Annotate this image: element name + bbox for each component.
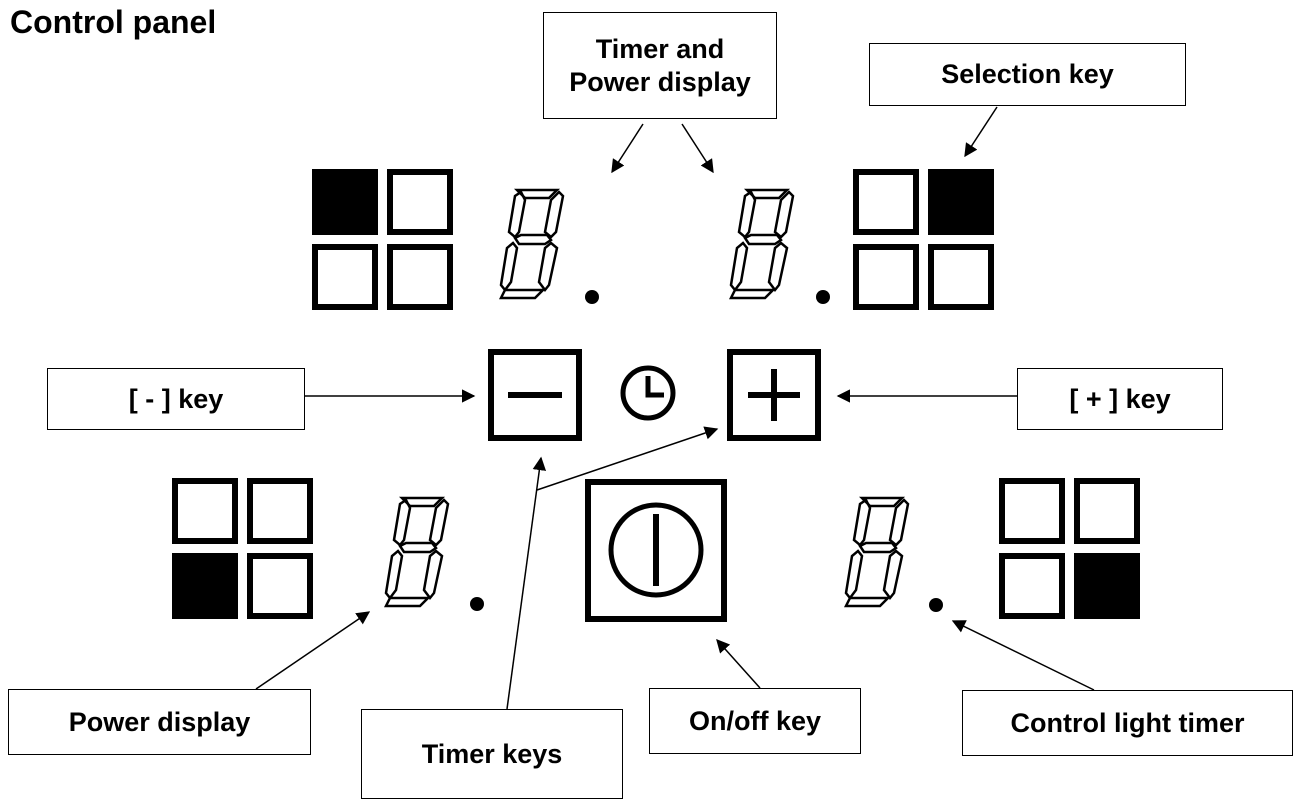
arrow-timer-power-display-left [611, 123, 644, 174]
zone-quadrant [387, 169, 453, 235]
callout-minus-key: [ - ] key [47, 368, 305, 430]
zone-quadrant [312, 244, 378, 310]
callout-power-display: Power display [8, 689, 311, 755]
callout-line: Timer and [595, 34, 725, 65]
callout-control-light-timer: Control light timer [962, 690, 1293, 756]
seven-segment-display-top-left [499, 188, 599, 304]
clock-icon [620, 365, 676, 421]
decimal-point-dot [585, 290, 599, 304]
callout-onoff-key: On/off key [649, 688, 861, 754]
zone-quadrant [928, 244, 994, 310]
arrow-control-light-timer [951, 620, 1095, 691]
zone-quadrant [247, 478, 313, 544]
callout-timer-keys: Timer keys [361, 709, 623, 799]
arrow-timer-power-display-right [681, 123, 714, 174]
zone-quadrant-selected [312, 169, 378, 235]
zone-selector-top-right[interactable] [853, 169, 994, 310]
power-icon [608, 502, 704, 598]
decimal-point-dot [816, 290, 830, 304]
onoff-button[interactable] [585, 479, 727, 622]
arrow-onoff-key [716, 638, 761, 689]
seven-segment-display-top-right [729, 188, 830, 304]
callout-timer-power-display: Timer and Power display [543, 12, 777, 119]
plus-button[interactable] [727, 349, 821, 441]
zone-quadrant [387, 244, 453, 310]
callout-line: Power display [569, 66, 751, 97]
plus-icon [748, 369, 800, 421]
decimal-point-dot [470, 597, 484, 611]
arrow-timer-keys-plus [536, 426, 719, 491]
zone-quadrant [853, 244, 919, 310]
callout-arrows [255, 106, 1095, 710]
page-title: Control panel [10, 4, 217, 40]
zone-quadrant [999, 478, 1065, 544]
zone-quadrant-selected [1074, 553, 1140, 619]
minus-button[interactable] [488, 349, 582, 441]
zone-quadrant [853, 169, 919, 235]
seven-segment-display-bottom-left [384, 496, 484, 611]
arrow-selection-key [964, 106, 998, 158]
zone-selector-bottom-left[interactable] [172, 478, 313, 619]
arrow-power-display [255, 611, 371, 690]
zone-quadrant [1074, 478, 1140, 544]
zone-quadrant [247, 553, 313, 619]
zone-selector-top-left[interactable] [312, 169, 453, 310]
callout-selection-key: Selection key [869, 43, 1186, 106]
zone-quadrant-selected [172, 553, 238, 619]
control-light-timer-dot [929, 598, 943, 612]
callout-plus-key: [ + ] key [1017, 368, 1223, 430]
zone-quadrant [172, 478, 238, 544]
zone-quadrant-selected [928, 169, 994, 235]
seven-segment-display-bottom-right [844, 496, 943, 612]
zone-quadrant [999, 553, 1065, 619]
zone-selector-bottom-right[interactable] [999, 478, 1140, 619]
arrow-timer-keys-minus [506, 456, 547, 710]
